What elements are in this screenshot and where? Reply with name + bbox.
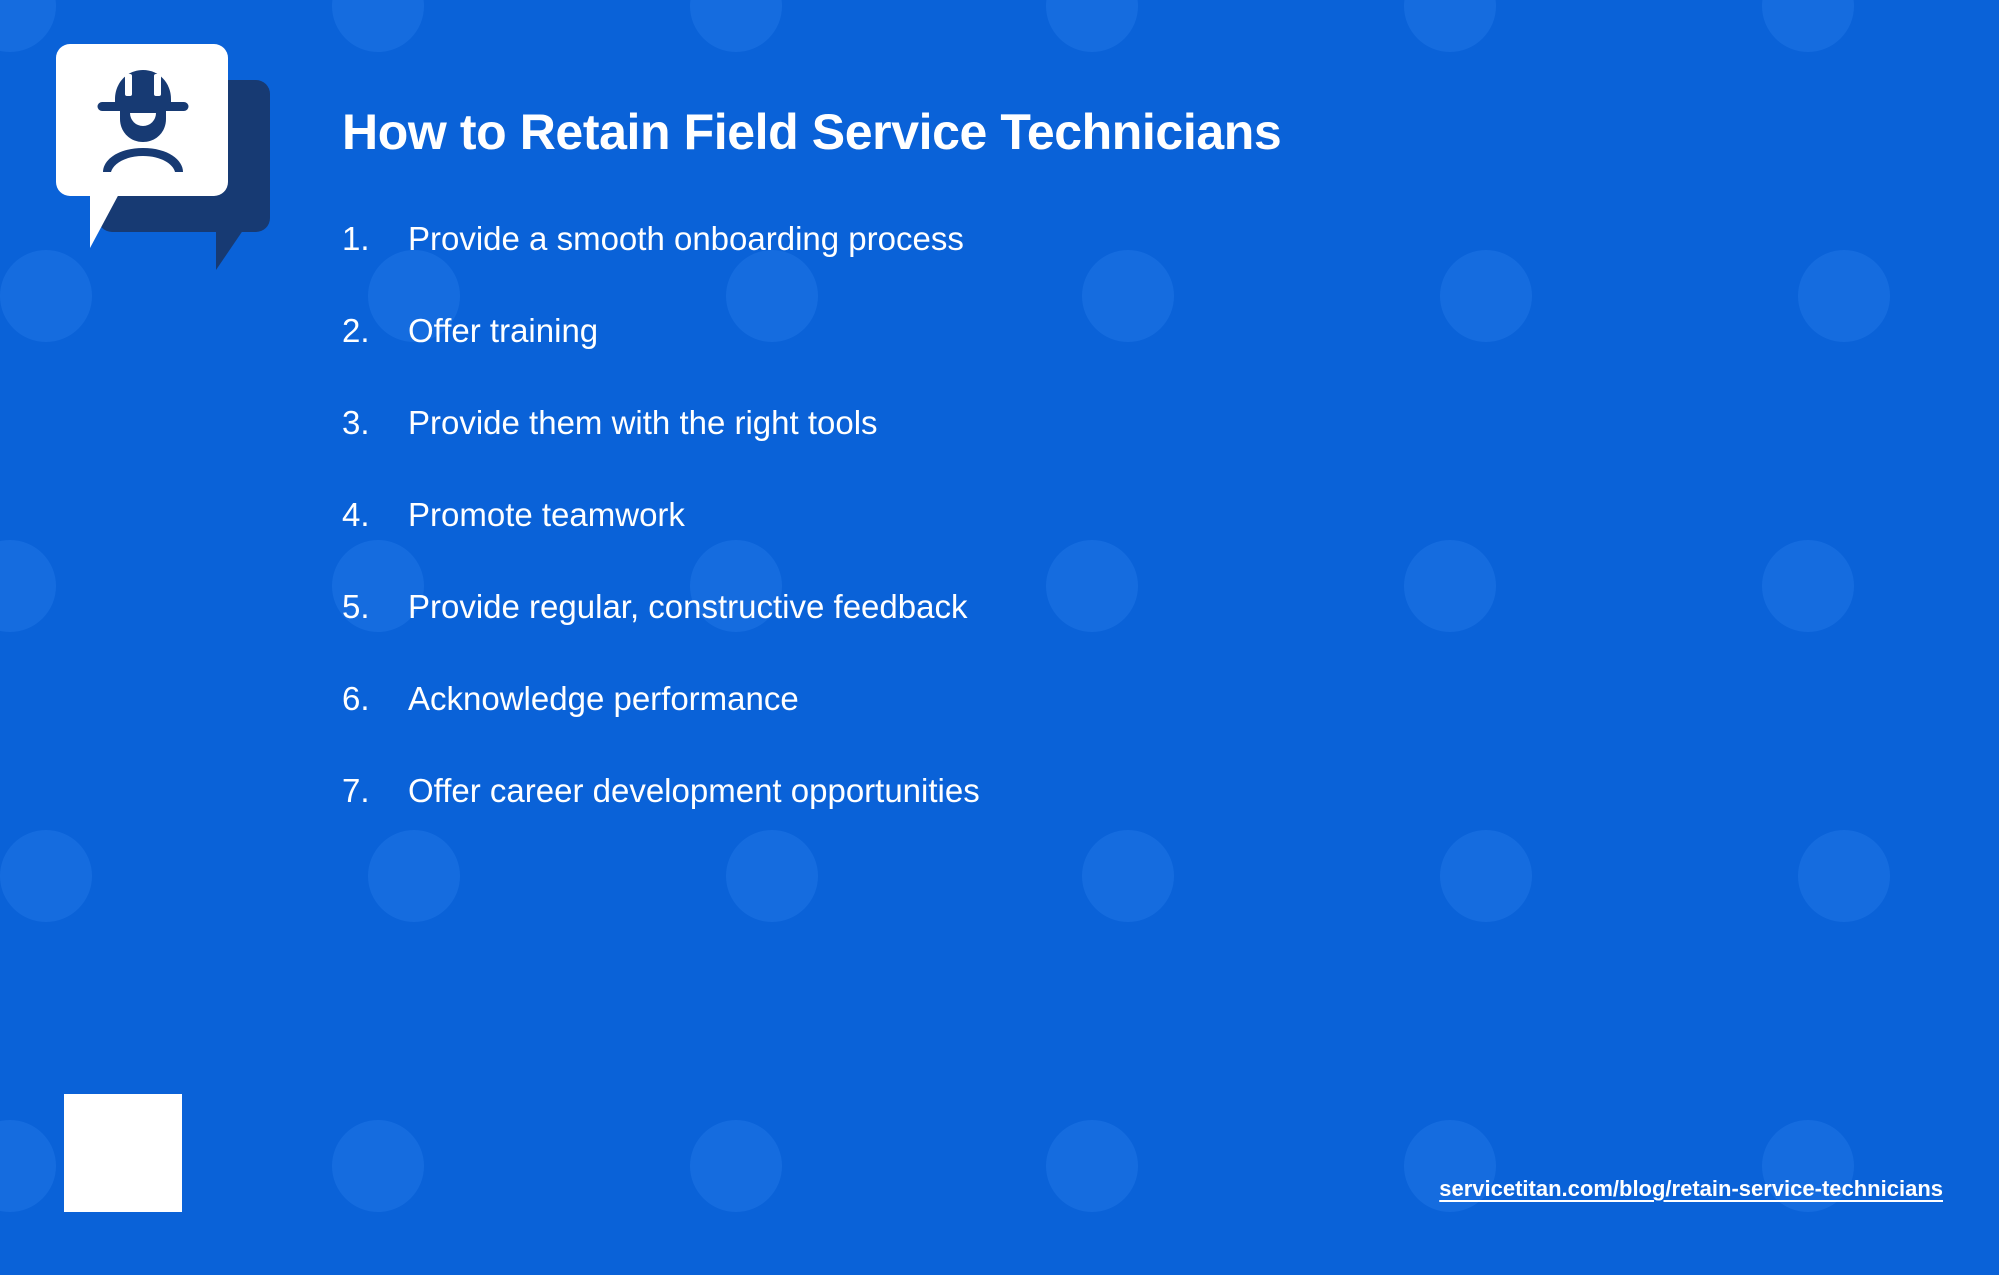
list-item: 1. Provide a smooth onboarding process [342, 222, 1642, 314]
hard-hat-worker-icon [97, 70, 189, 172]
list-item: 4. Promote teamwork [342, 498, 1642, 590]
list-item-label: Provide a smooth onboarding process [408, 220, 964, 257]
technician-speech-bubble-icon [48, 44, 270, 270]
list-item: 6. Acknowledge performance [342, 682, 1642, 774]
source-url-link[interactable]: servicetitan.com/blog/retain-service-tec… [1439, 1176, 1943, 1201]
retention-steps-list: 1. Provide a smooth onboarding process 2. O… [342, 222, 1642, 866]
speech-bubble-front-tail [90, 192, 120, 248]
list-item-number: 7. [342, 772, 370, 809]
list-item-label: Acknowledge performance [408, 680, 799, 717]
list-item-number: 4. [342, 496, 370, 533]
brand-logo-placeholder [64, 1094, 182, 1212]
list-item-label: Provide them with the right tools [408, 404, 878, 441]
list-item: 2. Offer training [342, 314, 1642, 406]
list-item: 5. Provide regular, constructive feedback [342, 590, 1642, 682]
list-item: 3. Provide them with the right tools [342, 406, 1642, 498]
list-item-label: Provide regular, constructive feedback [408, 588, 968, 625]
list-item: 7. Offer career development opportunities [342, 774, 1642, 866]
list-item-label: Offer training [408, 312, 599, 349]
list-item-number: 2. [342, 312, 370, 349]
list-item-number: 3. [342, 404, 370, 441]
list-item-number: 1. [342, 220, 370, 257]
list-item-label: Promote teamwork [408, 496, 685, 533]
list-item-number: 6. [342, 680, 370, 717]
list-item-label: Offer career development opportunities [408, 772, 980, 809]
page-title: How to Retain Field Service Technicians [342, 104, 1282, 160]
speech-bubble-back-tail [216, 220, 250, 270]
list-item-number: 5. [342, 588, 370, 625]
